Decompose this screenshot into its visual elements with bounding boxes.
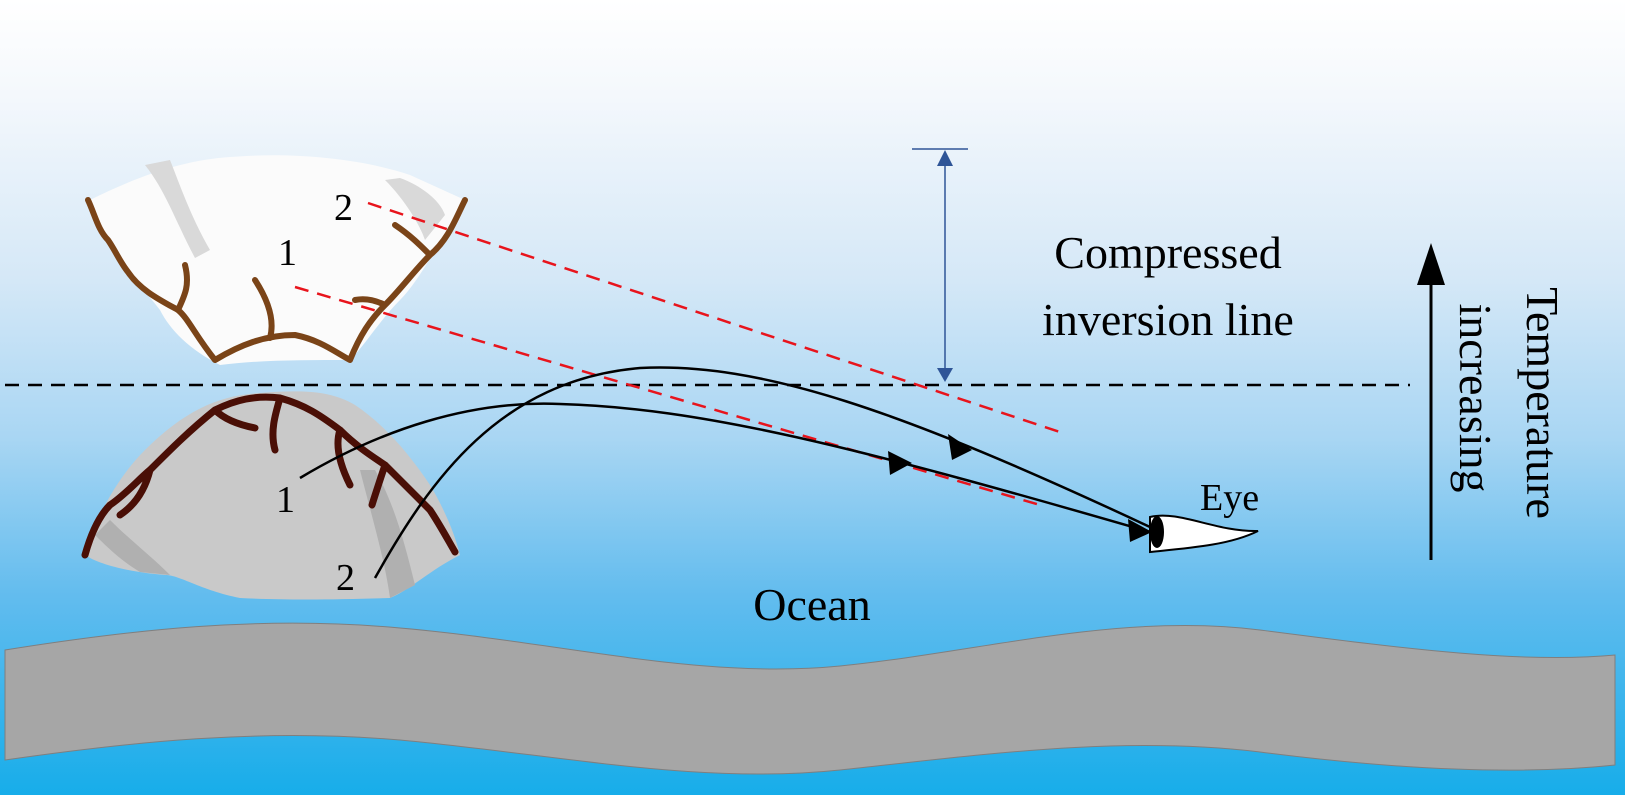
temperature-label-line1: Temperature [1517, 287, 1568, 519]
iceberg-image-shade [145, 160, 210, 258]
upper-label-1: 1 [278, 232, 297, 274]
iceberg-real-shade [95, 520, 170, 575]
dimension-arrowhead-bottom [937, 368, 953, 382]
ocean-label: Ocean [753, 579, 870, 630]
eye-label: Eye [1200, 477, 1259, 519]
eye-outline [1149, 514, 1259, 554]
temperature-arrowhead [1417, 243, 1445, 285]
upper-label-2: 2 [334, 187, 353, 229]
lower-label-2: 2 [336, 557, 355, 599]
temperature-label-line2: increasing [1450, 303, 1501, 492]
eye-icon [1149, 514, 1259, 554]
ocean-band [4, 622, 1616, 775]
compressed-label-line1: Compressed [1054, 227, 1281, 278]
ray-1-arrowhead [888, 451, 912, 475]
iceberg-image-crevices [85, 197, 468, 363]
iceberg-image-shade-2 [385, 178, 445, 240]
real-ray-1 [299, 402, 1151, 534]
iceberg-image [85, 155, 468, 365]
compressed-label-line2: inversion line [1042, 294, 1294, 345]
virtual-ray-2 [367, 201, 1061, 434]
lower-label-1: 1 [276, 479, 295, 521]
ray-2-arrowhead [948, 434, 972, 460]
dimension-arrowhead-top [937, 150, 953, 166]
eye-pupil [1150, 516, 1164, 548]
eye-arrowhead [1128, 519, 1152, 542]
virtual-ray-1 [294, 285, 1041, 507]
dimension-marker [912, 148, 968, 382]
